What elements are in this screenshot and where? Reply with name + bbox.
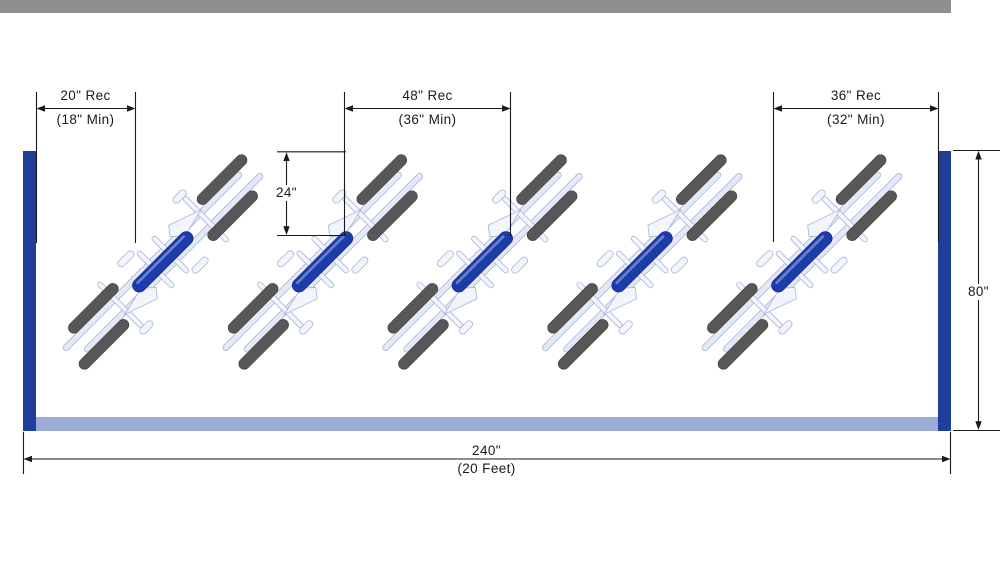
dimension-left-clearance-rec: 20" Rec [60,88,111,103]
dimension-rack-spacing-rec: 48" Rec [402,88,453,103]
dimension-total-length-feet: (20 Feet) [457,461,516,476]
bottom-curb-bar [36,417,938,431]
dimension-aisle-depth: 80" [958,284,999,300]
dimension-stagger-depth: 24" [266,185,307,201]
dimension-right-clearance-rec: 36" Rec [830,88,882,103]
top-wall-bar [0,0,951,13]
right-post [938,151,951,431]
dimension-total-length: 240" [472,443,501,458]
bike-rack-row [41,140,924,384]
dimension-right-clearance-min: (32" Min) [827,112,885,127]
left-post [23,151,36,431]
dimension-left-clearance-min: (18" Min) [56,112,115,127]
dimension-rack-spacing-min: (36" Min) [398,112,457,127]
dimension-lines [22,92,1000,474]
